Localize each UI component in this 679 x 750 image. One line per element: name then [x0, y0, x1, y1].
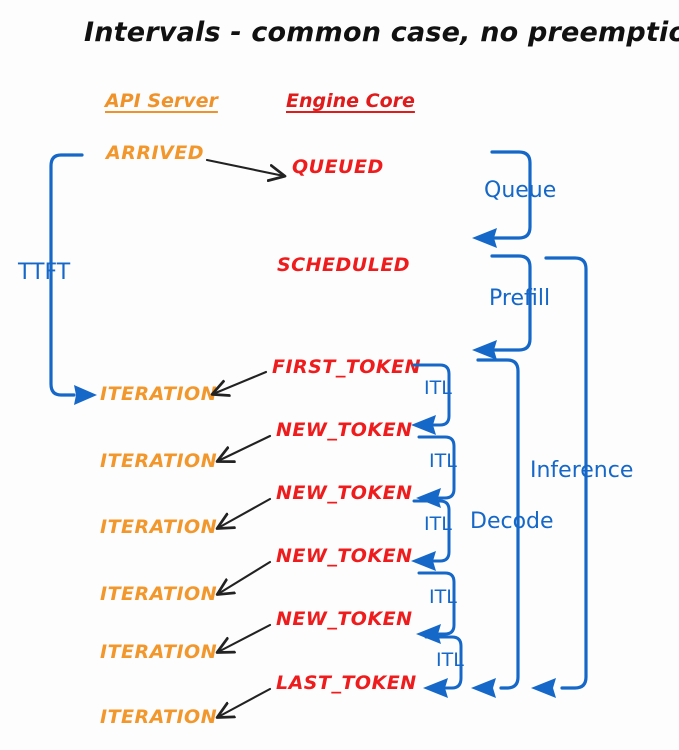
state-queued: QUEUED [292, 156, 384, 178]
state-iteration: ITERATION [100, 450, 218, 472]
state-first-token: FIRST_TOKEN [272, 356, 422, 378]
interval-label-queue: Queue [484, 178, 557, 203]
state-iteration: ITERATION [100, 583, 218, 605]
arrow-new-token-to-iteration [218, 623, 272, 652]
arrow-new-token-to-iteration [218, 560, 272, 594]
arrowhead-prefill [472, 340, 497, 360]
interval-label-inference: Inference [530, 458, 634, 483]
interval-label-itl: ITL [436, 649, 464, 671]
arrowhead-itl [416, 624, 441, 644]
state-new-token: NEW_TOKEN [276, 545, 413, 567]
bracket-itl [411, 499, 451, 571]
bracket-itl [416, 571, 456, 644]
state-iteration: ITERATION [100, 516, 218, 538]
state-iteration: ITERATION [100, 383, 218, 405]
arrowhead-itl [423, 678, 448, 698]
state-iteration: ITERATION [100, 706, 218, 728]
arrowhead-ttft [74, 385, 97, 405]
state-new-token: NEW_TOKEN [276, 482, 413, 504]
state-arrived: ARRIVED [106, 142, 204, 164]
interval-label-itl: ITL [429, 586, 457, 608]
state-new-token: NEW_TOKEN [276, 608, 413, 630]
interval-label-prefill: Prefill [489, 286, 551, 311]
arrowhead-itl [416, 488, 441, 508]
bracket-itl [416, 435, 456, 508]
state-new-token: NEW_TOKEN [276, 419, 413, 441]
interval-label-itl: ITL [429, 450, 457, 472]
diagram-title: Intervals - common case, no preemptions [84, 17, 679, 48]
arrow-new-token-to-iteration [218, 497, 272, 528]
arrowhead-itl [411, 551, 436, 571]
arrowhead-decode [471, 678, 496, 698]
state-scheduled: SCHEDULED [277, 254, 411, 276]
arrowhead-queue [472, 228, 497, 248]
arrowhead-itl [411, 415, 436, 435]
interval-label-itl: ITL [424, 377, 452, 399]
arrow-last-token-to-iteration [218, 687, 272, 717]
interval-label-itl: ITL [424, 513, 452, 535]
column-header-engine-core: Engine Core [286, 90, 415, 112]
column-header-api-server: API Server [105, 90, 218, 112]
arrow-first-token-to-iteration [213, 370, 268, 394]
state-iteration: ITERATION [100, 641, 218, 663]
arrowhead-inference [531, 678, 556, 698]
interval-label-ttft: TTFT [18, 260, 71, 285]
arrow-arrived-to-queued [205, 158, 284, 176]
interval-label-decode: Decode [470, 509, 554, 534]
arrow-new-token-to-iteration [218, 434, 272, 461]
state-last-token: LAST_TOKEN [276, 672, 417, 694]
